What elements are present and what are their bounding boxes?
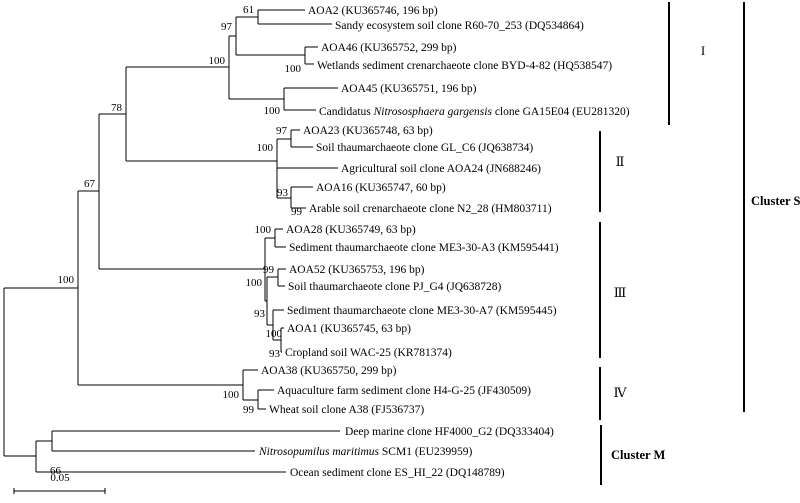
branch-aoa28 [274, 228, 286, 248]
support-67: 67 [84, 178, 96, 190]
leaf-aoa45: AOA45 (KU365751, 196 bp) [341, 83, 477, 95]
leaf-wac25: Cropland soil WAC-25 (KR781374) [285, 347, 452, 359]
support-66: 66 [50, 465, 62, 477]
leaf-pjg4: Soil thaumarchaeote clone PJ_G4 (JQ63872… [288, 281, 502, 293]
support-100-iv: 100 [223, 389, 240, 401]
support-100-ga: 100 [264, 105, 281, 117]
branch-n100root [77, 190, 99, 385]
support-99b: 99 [263, 264, 275, 276]
leaf-me3-a7: Sediment thaumarchaeote clone ME3-30-A7 … [287, 305, 557, 317]
leaf-aoa46: AOA46 (KU365752, 299 bp) [321, 42, 457, 54]
leaf-aoa24: Agricultural soil clone AOA24 (JN688246) [341, 163, 541, 175]
support-100-cII: 100 [257, 142, 274, 154]
branch-n100cI [228, 35, 284, 100]
leaf-r60: Sandy ecosystem soil clone R60-70_253 (D… [335, 20, 584, 32]
support-100-aoa1: 100 [266, 328, 283, 340]
cluster-label-M: Cluster M [611, 448, 665, 462]
clade-label-III: Ⅲ [614, 285, 627, 300]
support-99a: 99 [291, 206, 303, 218]
leaf-eshi22: Ocean sediment clone ES_HI_22 (DQ148789) [290, 467, 505, 479]
scale-bar-label: 0.05 [50, 472, 70, 484]
leaf-a38: Wheat soil clone A38 (FJ536737) [269, 404, 424, 416]
leaf-scm1: Nitrosopumilus maritimus SCM1 (EU239959) [258, 446, 472, 458]
branch-n99c [242, 369, 258, 401]
leaf-glc6: Soil thaumarchaeote clone GL_C6 (JQ63873… [316, 142, 533, 154]
branch-n67 [98, 113, 126, 269]
clade-annotations: I Ⅱ Ⅲ Ⅳ Cluster S Cluster M [599, 2, 800, 485]
branch-n100cII [276, 138, 291, 183]
branch-n78 [125, 66, 229, 161]
branch-aoa52 [277, 268, 286, 287]
support-93a: 93 [277, 187, 289, 199]
leaf-aoa16: AOA16 (KU365747, 60 bp) [316, 182, 446, 194]
support-97b: 97 [276, 125, 288, 137]
leaf-byd: Wetlands sediment crenarchaeote clone BY… [317, 60, 612, 72]
leaf-aoa23: AOA23 (KU365748, 63 bp) [303, 125, 433, 137]
support-values: 61 97 100 100 100 78 97 93 99 100 67 100… [50, 4, 303, 477]
leaf-aoa2: AOA2 (KU365746, 196 bp) [308, 5, 438, 17]
support-100-cI: 100 [209, 55, 226, 67]
leaf-me3-a3: Sediment thaumarchaeote clone ME3-30-A3 … [289, 242, 559, 254]
support-97a: 97 [221, 21, 233, 33]
support-99c: 99 [243, 404, 255, 416]
leaf-h4g25: Aquaculture farm sediment clone H4-G-25 … [277, 385, 531, 397]
leaf-labels: AOA2 (KU365746, 196 bp) Sandy ecosystem … [258, 5, 630, 479]
support-100-me3: 100 [246, 277, 263, 289]
tree-branches [3, 9, 340, 473]
support-100-byd: 100 [285, 63, 302, 75]
clade-label-IV: Ⅳ [614, 385, 628, 400]
branch-n97a [235, 16, 305, 56]
leaf-aoa1: AOA1 (KU365745, 63 bp) [287, 323, 411, 335]
leaf-n2-28: Arable soil crenarchaeote clone N2_28 (H… [309, 203, 552, 215]
support-100-root: 100 [58, 274, 75, 286]
support-93c: 93 [269, 348, 281, 360]
branch-n66 [35, 440, 286, 473]
cluster-label-S: Cluster S [751, 194, 800, 208]
scale-bar: 0.05 [13, 472, 106, 494]
clade-label-II: Ⅱ [616, 154, 625, 169]
branch-root [3, 287, 78, 457]
support-61: 61 [243, 4, 254, 16]
support-78: 78 [111, 102, 123, 114]
clade-label-I: I [701, 43, 705, 58]
leaf-aoa52: AOA52 (KU365753, 196 bp) [289, 264, 425, 276]
scale-bar-line [13, 488, 106, 494]
leaf-ga15e04: Candidatus Nitrososphaera gargensis clon… [319, 106, 630, 118]
leaf-aoa28: AOA28 (KU365749, 63 bp) [286, 224, 416, 236]
support-100-c2: 100 [255, 224, 272, 236]
leaf-hf4000: Deep marine clone HF4000_G2 (DQ333404) [345, 426, 554, 438]
leaf-aoa38: AOA38 (KU365750, 299 bp) [261, 365, 397, 377]
support-93b: 93 [254, 308, 266, 320]
